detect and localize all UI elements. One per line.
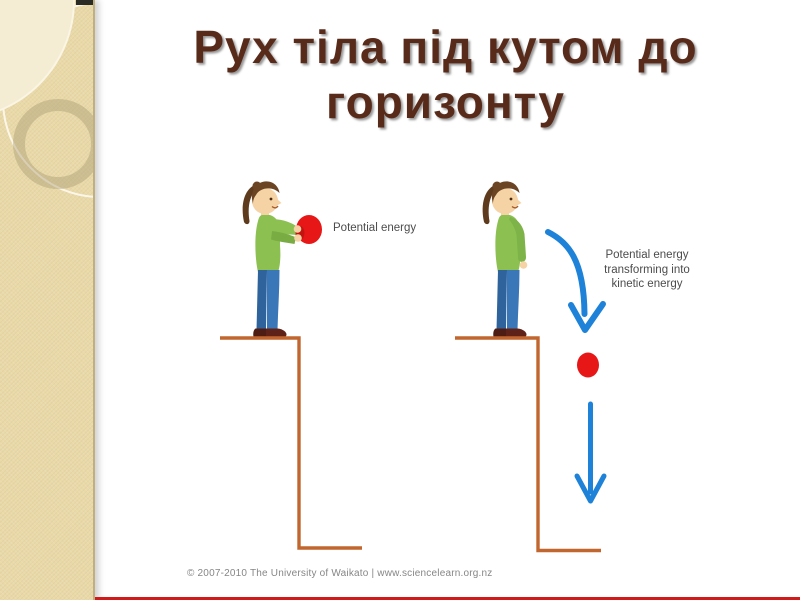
head [492, 188, 518, 214]
transforming-energy-label: Potential energy transforming into kinet… [583, 248, 711, 292]
transforming-energy-label-line-1: Potential energy [605, 249, 689, 261]
head [252, 188, 278, 214]
upper-arm [273, 219, 297, 235]
down-arrow-head-icon [574, 473, 607, 504]
eye [509, 197, 513, 201]
front-shoe [506, 328, 527, 337]
transforming-energy-label-line-2: transforming into [604, 263, 690, 276]
copyright-credit: © 2007-2010 The University of Waikato | … [187, 568, 493, 579]
mouth [271, 205, 279, 209]
hand [519, 261, 528, 269]
girl-after-drop-figure [482, 181, 528, 337]
front-shoe [266, 328, 287, 337]
back-shoe [253, 328, 266, 337]
transforming-energy-label-line-3: kinetic energy [611, 278, 683, 291]
ponytail [242, 184, 261, 225]
sidebar-top-notch [76, 0, 93, 5]
slide-title-line-1: Рух тіла під кутом до [193, 21, 698, 73]
slide-title-line-2: горизонту [326, 76, 565, 128]
ponytail [482, 184, 501, 225]
mouth [511, 205, 519, 209]
slide-title: Рух тіла під кутом до горизонту [95, 20, 796, 130]
falling-ball [577, 352, 599, 378]
back-leg [256, 270, 267, 330]
curved-arrow-icon [545, 229, 588, 317]
curved-arrow-head-icon [568, 301, 606, 333]
hand-top [293, 225, 302, 233]
nose [276, 198, 282, 206]
back-leg [496, 270, 507, 330]
lower-arm [271, 231, 296, 244]
hair-knot [252, 181, 262, 191]
hand-bottom [294, 234, 302, 242]
hair-knot [492, 181, 502, 191]
sweater [495, 215, 521, 272]
front-leg [507, 270, 520, 330]
sidebar-ring-icon [13, 99, 93, 189]
left-cliff-outline [220, 336, 362, 550]
girl-holding-ball-figure [242, 181, 322, 337]
right-cliff-outline [455, 336, 601, 553]
bottom-accent-line [95, 597, 800, 600]
nose [516, 198, 522, 206]
sidebar-decoration [0, 0, 95, 600]
hanging-arm [509, 217, 527, 262]
back-shoe [493, 328, 506, 337]
front-leg [267, 270, 280, 330]
potential-energy-label: Potential energy [333, 222, 417, 234]
eye [269, 197, 273, 201]
